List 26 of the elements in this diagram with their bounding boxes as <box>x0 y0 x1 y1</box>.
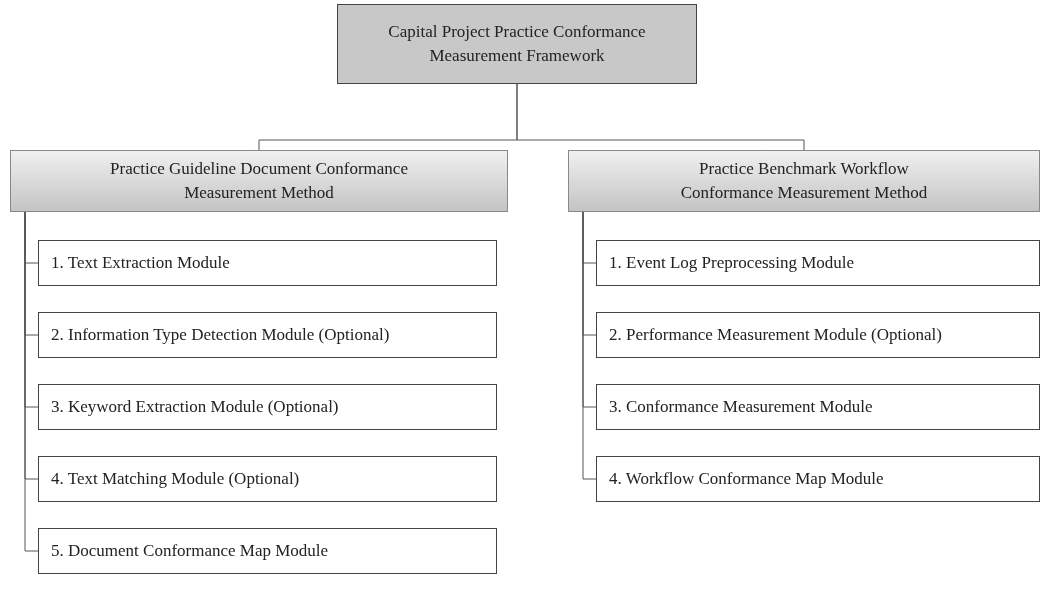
box-label: 5. Document Conformance Map Module <box>51 540 329 563</box>
connector-line <box>582 211 597 480</box>
framework-box <box>337 4 697 84</box>
box-label: 2. Performance Measurement Module (Optional) <box>609 324 942 347</box>
box-label: Practice Guideline Document Conformance Measurement Method <box>109 158 409 204</box>
method-header-box <box>10 150 508 212</box>
module-box <box>38 312 497 358</box>
box-label: Practice Benchmark Workflow Conformance Measurement Method <box>679 158 929 204</box>
box-label: 2. Information Type Detection Module (Optional) <box>51 324 390 347</box>
box-label: 3. Conformance Measurement Module <box>609 396 873 419</box>
box-label: 3. Keyword Extraction Module (Optional) <box>51 396 339 419</box>
box-label: Capital Project Practice Conformance Measurement Framework <box>387 21 647 67</box>
module-box <box>596 240 1040 286</box>
box-label: 1. Event Log Preprocessing Module <box>609 252 855 275</box>
module-box <box>38 384 497 430</box>
method-header-box <box>568 150 1040 212</box>
module-box <box>596 384 1040 430</box>
module-box <box>38 456 497 502</box>
module-box <box>38 528 497 574</box>
connector-line <box>516 83 805 151</box>
module-box <box>596 312 1040 358</box>
box-label: 4. Text Matching Module (Optional) <box>51 468 300 491</box>
box-label: 4. Workflow Conformance Map Module <box>609 468 884 491</box>
box-label: 1. Text Extraction Module <box>51 252 230 275</box>
module-box <box>596 456 1040 502</box>
module-box <box>38 240 497 286</box>
